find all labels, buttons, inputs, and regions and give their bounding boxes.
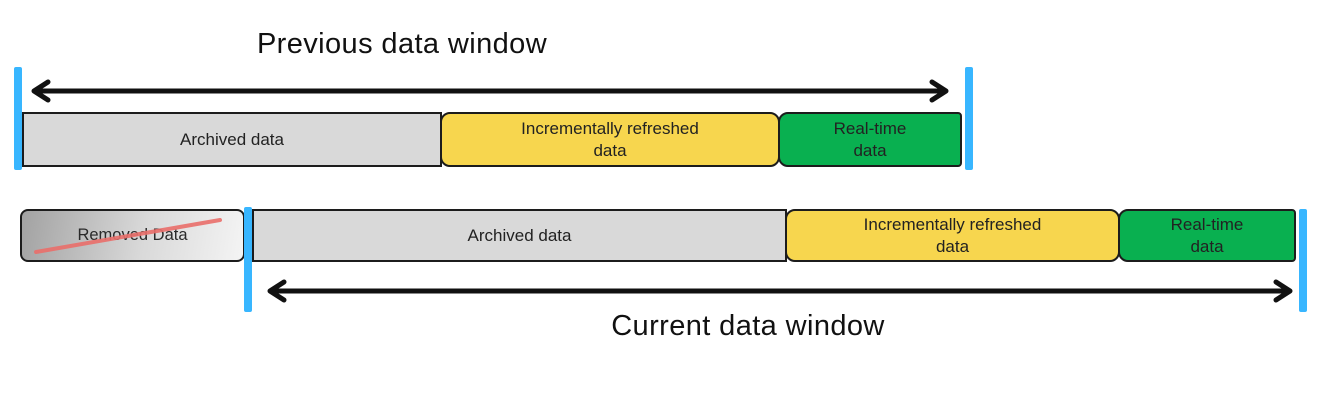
current-segment-incrementally-refreshed-data: Incrementally refreshed data — [785, 209, 1120, 262]
previous-segment-incrementally-refreshed-data: Incrementally refreshed data — [440, 112, 780, 167]
segment-label: Incrementally refreshed data — [521, 119, 699, 160]
previous-segment-real-time-data: Real-time data — [778, 112, 962, 167]
current-window-title: Current data window — [611, 310, 885, 342]
current-segment-archived-data: Archived data — [252, 209, 787, 262]
segment-label: Real-time data — [833, 119, 907, 160]
current-window-left-boundary-marker — [244, 207, 252, 312]
segment-label: Archived data — [467, 225, 572, 245]
previous-window-title: Previous data window — [256, 28, 548, 60]
previous-window-right-boundary-marker — [965, 67, 973, 170]
current-window-span-double-arrow-icon — [267, 279, 1293, 303]
previous-window-left-boundary-marker — [14, 67, 22, 170]
previous-window-bar: Archived data Incrementally refreshed da… — [22, 112, 962, 167]
current-window-right-boundary-marker — [1299, 209, 1307, 312]
segment-label: Incrementally refreshed data — [863, 215, 1042, 256]
previous-window-span-double-arrow-icon — [31, 79, 949, 103]
segment-label: Archived data — [180, 129, 284, 149]
previous-segment-archived-data: Archived data — [22, 112, 442, 167]
segment-label: Real-time data — [1170, 215, 1244, 256]
current-window-bar: Archived data Incrementally refreshed da… — [252, 209, 1296, 262]
current-segment-real-time-data: Real-time data — [1118, 209, 1296, 262]
removed-data-strikethrough-icon — [34, 218, 222, 254]
